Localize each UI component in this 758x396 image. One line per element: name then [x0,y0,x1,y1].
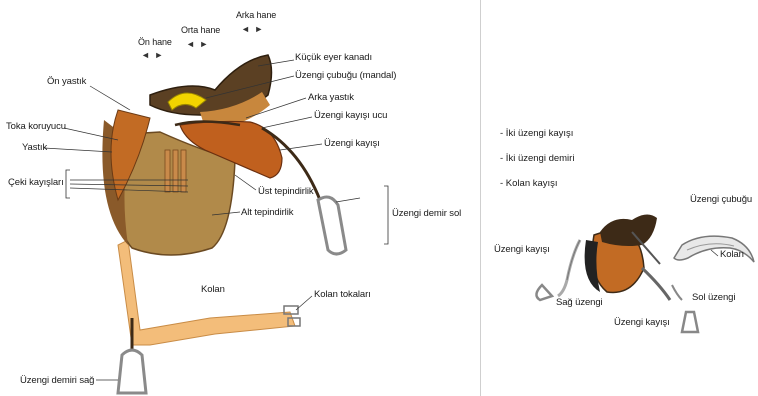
arrow-orta-hane-icon: ◄ ► [186,39,209,49]
label-ceki-kayislari: Çeki kayışları [8,177,64,188]
label-arka-hane: Arka hane [236,10,276,20]
label-kolan: Kolan [201,284,225,295]
sag-uzengi-iron [536,285,552,300]
label-uzengi-demiri-sag: Üzengi demiri sağ [20,375,94,386]
label-on-yastik: Ön yastık [47,76,86,87]
saddle-illustration [0,0,480,396]
stirrup-leather-left-piece [558,240,580,296]
label-sol-uzengi: Sol üzengi [692,292,735,303]
label-uzengi-demir-sol: Üzengi demir sol [392,208,461,219]
label-uzengi-kayisi-ucu: Üzengi kayışı ucu [314,110,387,121]
label-toka-koruyucu: Toka koruyucu [6,121,66,132]
arrow-arka-hane-icon: ◄ ► [241,24,264,34]
label-kolan-right: Kolan [720,249,744,260]
label-uzengi-cubugu-mandal: Üzengi çubuğu (mandal) [295,70,396,81]
label-orta-hane: Orta hane [181,25,220,35]
label-sag-uzengi: Sağ üzengi [556,297,603,308]
label-kucuk-eyer-kanadi: Küçük eyer kanadı [295,52,372,63]
label-yastik: Yastık [22,142,47,153]
label-uzengi-cubugu: Üzengi çubuğu [690,194,752,205]
label-uzengi-kayisi-left: Üzengi kayışı [494,244,550,255]
panel-divider [480,0,481,396]
arrow-on-hane-icon: ◄ ► [141,50,164,60]
small-saddle-seat [600,214,657,246]
saddle-components-diagram: - İki üzengi kayışı - İki üzengi demiri … [482,0,758,396]
label-ust-tepindirlik: Üst tepindirlik [258,186,314,197]
label-kolan-tokalari: Kolan tokaları [314,289,371,300]
stirrup-leather-bottom [642,268,670,300]
uzengi-sol-bracket [384,186,388,244]
sol-uzengi-iron [682,312,698,332]
stirrup-iron-right [118,350,146,393]
stirrup-iron-left [318,197,346,254]
saddle-parts-diagram: Ön hane ◄ ► Orta hane ◄ ► Arka hane ◄ ► … [0,0,480,396]
label-arka-yastik: Arka yastık [308,92,354,103]
label-on-hane: Ön hane [138,37,172,47]
label-uzengi-kayisi-bottom: Üzengi kayışı [614,317,670,328]
label-uzengi-kayisi: Üzengi kayışı [324,138,380,149]
label-alt-tepindirlik: Alt tepindirlik [241,207,293,218]
stirrup-leather-bottom-2 [672,285,682,300]
ceki-bracket [66,170,70,198]
